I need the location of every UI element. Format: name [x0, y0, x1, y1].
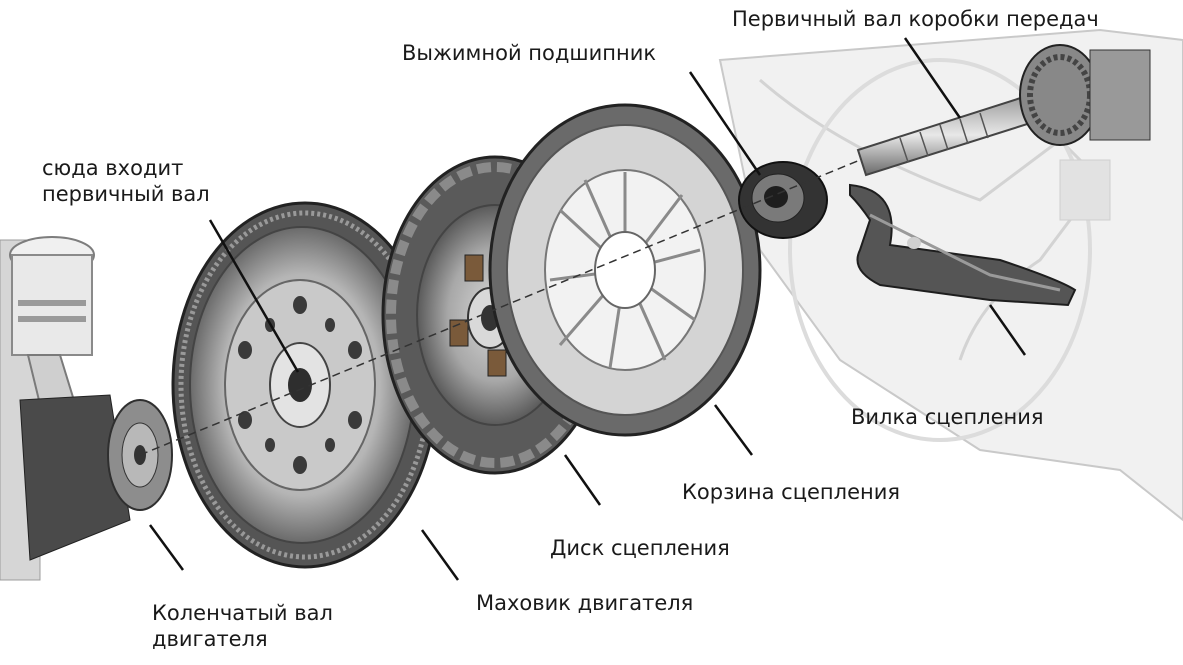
leader-flywheel — [422, 530, 458, 580]
leader-crankshaft — [150, 525, 183, 570]
label-crankshaft-line1: Коленчатый вал — [152, 600, 333, 626]
label-clutch-fork: Вилка сцепления — [851, 404, 1044, 430]
crankshaft — [20, 395, 172, 560]
label-pressure-plate: Корзина сцепления — [682, 479, 900, 505]
leader-clutch-disc — [565, 455, 600, 505]
label-input-shaft: Первичный вал коробки передач — [732, 6, 1099, 32]
label-flywheel: Маховик двигателя — [476, 590, 693, 616]
label-shaft-entry-line2: первичный вал — [42, 181, 210, 207]
release-bearing — [739, 162, 827, 238]
label-crankshaft: Коленчатый вал двигателя — [152, 600, 333, 653]
label-shaft-entry: сюда входит первичный вал — [42, 155, 210, 208]
label-release-bearing: Выжимной подшипник — [402, 40, 656, 66]
label-crankshaft-line2: двигателя — [152, 626, 333, 652]
leader-pressure-plate — [715, 405, 752, 455]
label-clutch-disc: Диск сцепления — [550, 535, 730, 561]
label-shaft-entry-line1: сюда входит — [42, 155, 210, 181]
pressure-plate — [490, 105, 760, 435]
